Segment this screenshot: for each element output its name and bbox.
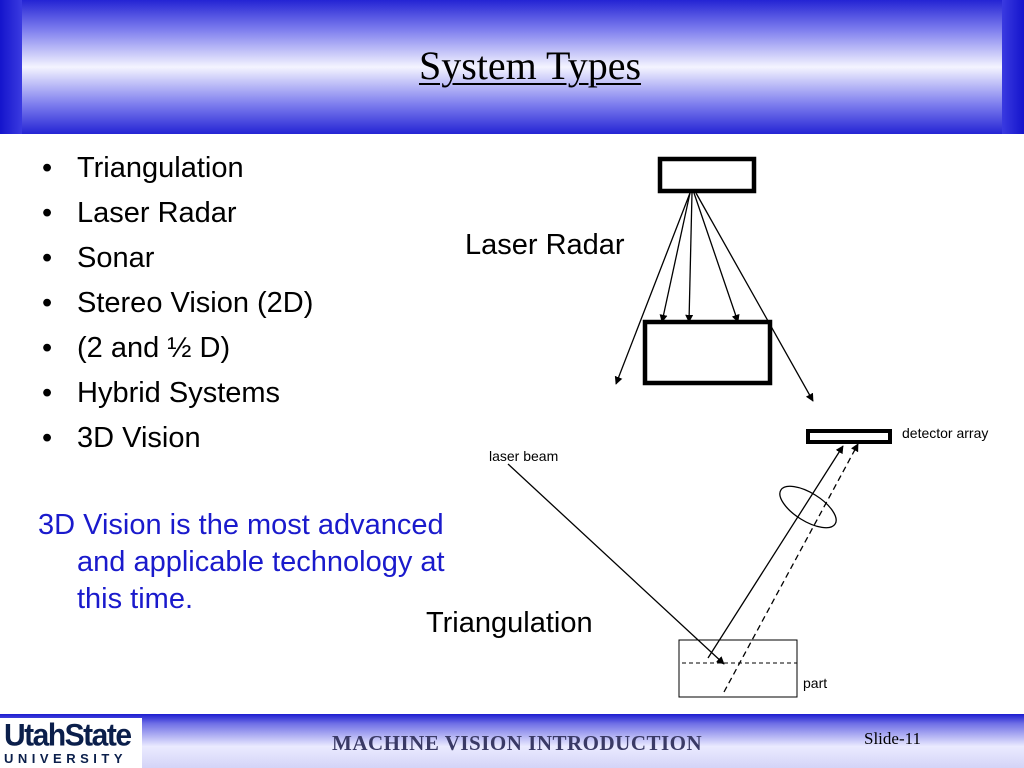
radar-beam xyxy=(614,192,691,385)
part-label: part xyxy=(803,675,827,691)
part-box xyxy=(678,639,798,698)
slide-number: Slide-11 xyxy=(864,729,921,748)
logo-wordmark: UtahState xyxy=(4,718,132,753)
laser-radar-label: Laser Radar xyxy=(465,229,625,261)
bullet-item: Sonar xyxy=(40,236,313,281)
bullet-item: Hybrid Systems xyxy=(40,371,313,416)
bullet-item: Stereo Vision (2D) xyxy=(40,281,313,326)
bullet-item: (2 and ½ D) xyxy=(40,326,313,371)
part-surface-dashed xyxy=(678,639,798,664)
radar-beam xyxy=(693,192,740,323)
course-title: MACHINE VISION INTRODUCTION xyxy=(332,731,703,755)
radar-beam xyxy=(685,192,694,323)
detector-array-box xyxy=(806,429,892,444)
slide-title: System Types xyxy=(418,43,642,88)
frame-right-bar xyxy=(1002,0,1024,134)
laser-beam-label: laser beam xyxy=(489,448,558,464)
bullet-item: Triangulation xyxy=(40,146,313,191)
laser-radar-diagram: Laser Radar xyxy=(465,156,814,402)
frame-left-bar xyxy=(0,0,22,134)
radar-beam xyxy=(695,192,814,402)
summary-note: 3D Vision is the most advanced and appli… xyxy=(38,509,445,615)
detector-array-label: detector array xyxy=(902,425,988,441)
logo-subtext: UNIVERSITY xyxy=(4,751,128,766)
lens-ellipse xyxy=(779,485,837,529)
reflected-ray xyxy=(707,445,844,659)
radar-beam xyxy=(659,192,691,323)
bullet-item: 3D Vision xyxy=(40,416,313,461)
radar-target-box xyxy=(642,319,773,386)
footer-band xyxy=(0,714,1024,768)
laser-beam-ray xyxy=(507,463,725,665)
triangulation-label: Triangulation xyxy=(426,607,593,639)
radar-emitter-box xyxy=(657,156,757,194)
bullet-list: Triangulation Laser Radar Sonar Stereo V… xyxy=(40,146,313,461)
university-logo: UtahState UNIVERSITY xyxy=(0,718,142,768)
header-band xyxy=(22,0,1002,134)
radar-beams xyxy=(614,192,814,402)
triangulation-diagram: laser beam detector array part Triangula… xyxy=(426,425,988,698)
bullet-item: Laser Radar xyxy=(40,191,313,236)
reflected-ray-dashed xyxy=(723,443,859,693)
